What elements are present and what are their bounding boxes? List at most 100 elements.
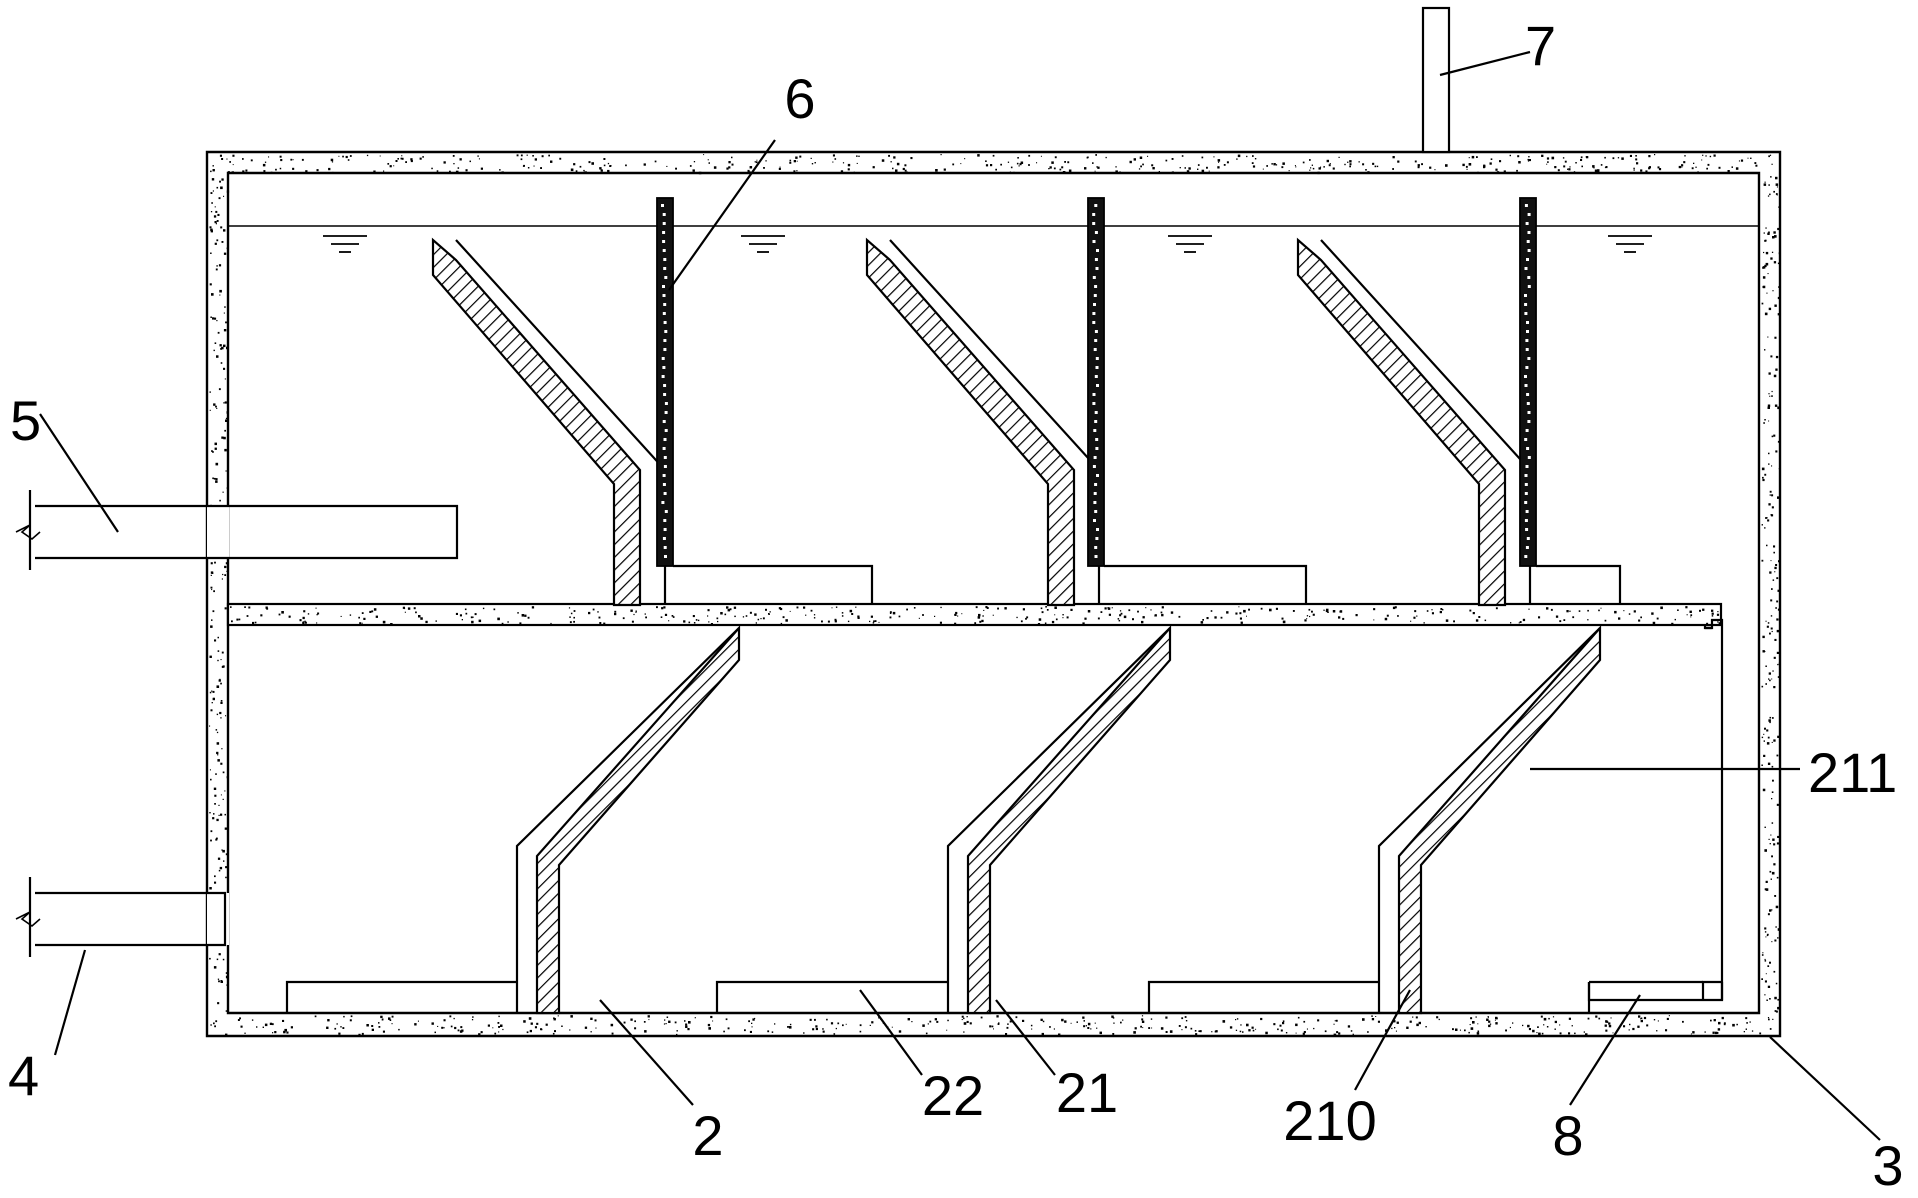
- speckle: [225, 853, 228, 856]
- speckle: [785, 619, 788, 622]
- speckle: [1677, 609, 1679, 611]
- speckle: [859, 1024, 862, 1027]
- speckle: [1777, 1006, 1780, 1010]
- speckle: [422, 156, 424, 158]
- speckle: [1769, 490, 1772, 493]
- speckle: [215, 773, 217, 775]
- speckle: [703, 154, 705, 156]
- speckle: [254, 621, 257, 624]
- speckle: [1563, 165, 1566, 168]
- speckle: [516, 154, 519, 157]
- speckle: [643, 1021, 646, 1023]
- speckle: [660, 616, 663, 618]
- label-4: 4: [8, 1044, 39, 1107]
- speckle: [1044, 622, 1047, 624]
- speckle: [1417, 166, 1420, 169]
- speckle: [290, 1026, 293, 1029]
- speckle: [1275, 607, 1278, 610]
- speckle: [1349, 163, 1352, 166]
- speckle: [223, 229, 226, 232]
- speckle: [1766, 292, 1768, 294]
- speckle: [1070, 608, 1073, 611]
- speckle: [1007, 161, 1010, 163]
- speckle: [634, 1027, 637, 1030]
- speckle: [1004, 607, 1007, 610]
- speckle: [1512, 1022, 1514, 1024]
- speckle: [747, 169, 750, 172]
- speckle: [1689, 610, 1692, 613]
- speckle: [401, 155, 403, 157]
- speckle: [1693, 162, 1695, 164]
- speckle: [856, 155, 858, 157]
- leader-3: [1769, 1036, 1881, 1141]
- speckle: [695, 619, 698, 621]
- speckle: [380, 1015, 383, 1019]
- upper-baffle-1: [431, 237, 667, 607]
- speckle: [872, 622, 875, 624]
- speckle: [1358, 161, 1360, 163]
- speckle: [573, 616, 575, 619]
- speckle: [1009, 1020, 1012, 1023]
- speckle: [1705, 155, 1707, 157]
- speckle: [1119, 614, 1122, 617]
- speckle: [717, 620, 719, 623]
- plate-dot: [661, 204, 664, 207]
- speckle: [1017, 157, 1019, 159]
- speckle: [590, 1017, 593, 1020]
- speckle: [1201, 169, 1205, 173]
- speckle: [841, 615, 844, 617]
- speckle: [1763, 754, 1766, 757]
- speckle: [1053, 167, 1056, 170]
- speckle: [1169, 1030, 1173, 1033]
- speckle: [1465, 165, 1468, 168]
- speckle: [832, 154, 835, 157]
- speckle: [1761, 524, 1763, 526]
- plate-dot: [1094, 420, 1098, 423]
- speckle: [1377, 1020, 1380, 1023]
- speckle: [1767, 406, 1770, 409]
- speckle: [1303, 1031, 1306, 1034]
- speckle: [1178, 1025, 1181, 1027]
- speckle: [349, 1019, 352, 1022]
- speckle: [842, 162, 845, 164]
- speckle: [501, 622, 504, 625]
- speckle: [1566, 610, 1569, 613]
- speckle: [1113, 1022, 1115, 1024]
- speckle: [1477, 171, 1479, 174]
- speckle: [1764, 927, 1767, 930]
- speckle: [224, 565, 227, 569]
- speckle: [796, 170, 798, 172]
- speckle: [1764, 931, 1767, 933]
- speckle: [1082, 622, 1085, 625]
- speckle: [1394, 606, 1397, 609]
- label-21: 21: [1056, 1061, 1118, 1124]
- speckle: [1555, 615, 1559, 618]
- plate-dot: [663, 321, 667, 324]
- speckle: [1215, 1030, 1218, 1033]
- speckle: [814, 1018, 816, 1021]
- speckle: [698, 171, 702, 175]
- speckle: [218, 264, 222, 267]
- speckle: [213, 349, 215, 352]
- speckle: [219, 180, 221, 183]
- speckle: [1666, 1017, 1669, 1020]
- speckle: [1769, 193, 1771, 196]
- speckle: [225, 1010, 228, 1012]
- speckle: [599, 167, 602, 170]
- speckle: [981, 619, 984, 623]
- speckle: [1170, 611, 1174, 614]
- speckle: [1128, 609, 1131, 612]
- speckle: [985, 606, 988, 609]
- speckle: [1213, 156, 1215, 158]
- speckle: [213, 813, 215, 815]
- speckle: [832, 161, 834, 163]
- speckle: [1777, 262, 1780, 265]
- speckle: [1486, 1018, 1489, 1021]
- speckle: [1417, 164, 1420, 167]
- speckle: [771, 1031, 774, 1033]
- speckle: [315, 607, 317, 609]
- speckle: [1656, 1030, 1658, 1032]
- speckle: [1158, 171, 1160, 173]
- speckle: [1749, 1021, 1751, 1023]
- speckle: [1459, 1029, 1461, 1031]
